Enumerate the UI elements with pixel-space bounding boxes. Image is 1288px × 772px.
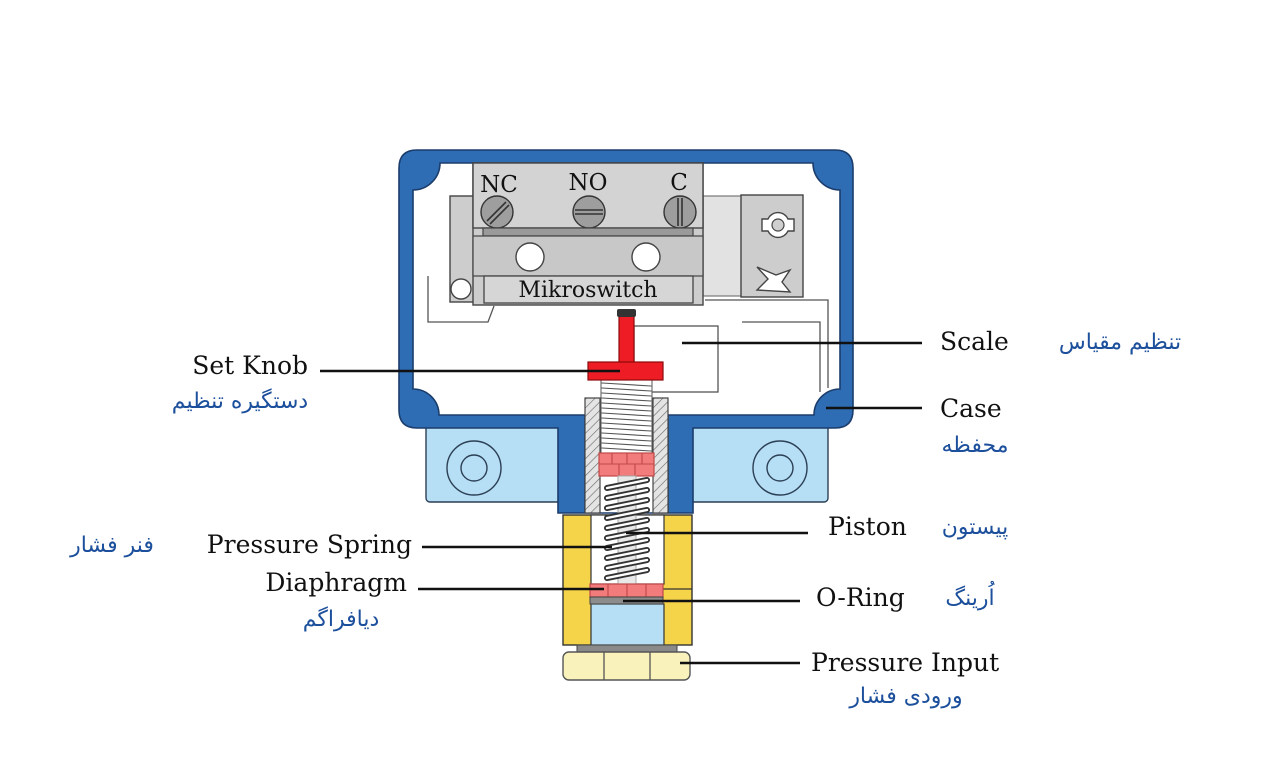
label-piston-fa: پیستون bbox=[942, 515, 1009, 540]
switch-actuator-right bbox=[740, 194, 804, 298]
set-spring-coil bbox=[601, 422, 652, 427]
set-spring-coil bbox=[601, 407, 652, 412]
pressure-channel bbox=[590, 603, 665, 646]
label-pressure-spring-en: Pressure Spring bbox=[207, 530, 412, 559]
pressure-spring bbox=[604, 477, 650, 581]
spring-housing-wall-right bbox=[652, 397, 669, 514]
set-knob-rod bbox=[618, 315, 635, 365]
switch-bridge bbox=[702, 195, 744, 297]
set-spring-coil bbox=[601, 392, 652, 397]
set-spring-coil bbox=[601, 417, 652, 422]
label-piston-en: Piston bbox=[828, 512, 907, 541]
terminal-screw-c bbox=[663, 195, 697, 229]
switch-lever-pivot bbox=[450, 278, 472, 300]
piston-block bbox=[598, 452, 655, 477]
terminal-label-c: C bbox=[670, 170, 688, 196]
set-spring-body bbox=[600, 379, 653, 455]
terminal-label-nc: NC bbox=[480, 172, 518, 198]
pressure-spring-coil-highlight bbox=[605, 518, 649, 530]
set-spring-coil bbox=[601, 402, 652, 407]
set-spring-coil bbox=[601, 437, 652, 442]
microswitch-label: Mikroswitch bbox=[518, 278, 657, 303]
microswitch-label-strip bbox=[483, 275, 694, 304]
base-plate bbox=[576, 644, 678, 653]
label-pressure-spring-fa: فنر فشار bbox=[69, 533, 154, 558]
pressure-spring-coil-highlight bbox=[605, 478, 649, 490]
switch-mounting-hole-right bbox=[631, 242, 661, 272]
set-spring-coil bbox=[601, 442, 652, 447]
set-spring bbox=[601, 382, 652, 452]
label-diaphragm-en: Diaphragm bbox=[265, 568, 407, 597]
terminal-screw-no bbox=[572, 195, 606, 229]
label-scale-en: Scale bbox=[940, 327, 1009, 356]
label-set-knob-fa: دستگیره تنظیم bbox=[172, 388, 308, 414]
label-o-ring-en: O-Ring bbox=[816, 583, 905, 612]
terminal-bar bbox=[482, 227, 694, 237]
set-spring-coil bbox=[601, 387, 652, 392]
set-spring-coil bbox=[601, 432, 652, 437]
set-spring-coil bbox=[601, 412, 652, 417]
set-spring-coil bbox=[601, 382, 652, 387]
mounting-hole-right bbox=[752, 440, 808, 496]
set-spring-coil bbox=[601, 397, 652, 402]
actuator-nut-center bbox=[771, 218, 785, 232]
label-case-en: Case bbox=[940, 394, 1002, 423]
label-set-knob-en: Set Knob bbox=[192, 351, 308, 380]
set-spring-coil bbox=[601, 447, 652, 452]
diaphragm bbox=[589, 583, 664, 598]
terminal-label-no: NO bbox=[569, 170, 608, 196]
set-spring-coil bbox=[601, 427, 652, 432]
pressure-spring-coil-highlight bbox=[605, 548, 649, 560]
spring-housing-wall-left bbox=[584, 397, 601, 514]
switch-mounting-hole-left bbox=[515, 242, 545, 272]
interior-frame-right bbox=[705, 299, 829, 388]
pressure-spring-coil-highlight bbox=[605, 558, 649, 570]
label-case-fa: محفظه bbox=[942, 433, 1009, 458]
pressure-spring-coil-highlight bbox=[605, 568, 649, 580]
label-o-ring-fa: اُرینگ bbox=[945, 581, 995, 611]
interior-frame-left bbox=[427, 276, 495, 323]
switch-middle-section bbox=[472, 235, 704, 277]
label-pressure-input-fa: ورودی فشار bbox=[848, 684, 962, 709]
microswitch: NC NO C Mikroswitch bbox=[449, 162, 804, 306]
pressure-spring-coil-highlight bbox=[605, 508, 649, 520]
pressure-spring-coil-highlight bbox=[605, 488, 649, 500]
label-scale-fa: تنظیم مقیاس bbox=[1059, 330, 1181, 355]
interior-frame-right-inner bbox=[742, 321, 821, 392]
pressure-spring-coil-highlight bbox=[605, 498, 649, 510]
set-knob-cap bbox=[617, 309, 636, 317]
hex-nut bbox=[562, 651, 691, 681]
pressure-spring-coil-highlight bbox=[605, 538, 649, 550]
actuator-cam bbox=[755, 266, 792, 293]
label-diaphragm-fa: دیافراگم bbox=[303, 606, 380, 632]
terminal-screw-nc bbox=[480, 195, 514, 229]
label-pressure-input-en: Pressure Input bbox=[811, 648, 999, 677]
mounting-hole-left bbox=[446, 440, 502, 496]
